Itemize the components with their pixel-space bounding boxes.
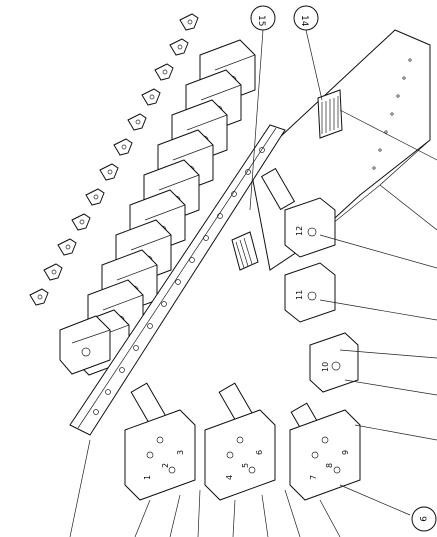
clamp	[71, 213, 91, 231]
valve-block-right-mid	[284, 262, 336, 323]
part-label: 8	[325, 463, 334, 468]
part-label: 5	[241, 463, 250, 468]
plate-hole-row	[372, 58, 412, 170]
callout-14-label: 14	[299, 15, 309, 27]
valve-block-right-upper	[284, 197, 336, 258]
base-plate	[249, 29, 431, 271]
valve-block-bottom-2	[204, 409, 276, 501]
clamp	[43, 263, 63, 281]
part-label: 4	[225, 475, 234, 480]
valve-block-bottom-1	[124, 409, 196, 501]
part-label: 1	[143, 475, 152, 480]
clamp	[85, 188, 105, 206]
connector-14	[317, 89, 343, 139]
leader-lines	[69, 29, 437, 537]
clamp	[57, 238, 77, 256]
clamp	[154, 63, 174, 81]
clamp-row	[29, 13, 199, 306]
bar-hole-row	[93, 147, 265, 415]
clamp	[99, 163, 119, 181]
clamp	[29, 288, 49, 306]
callout-14: 14	[293, 5, 319, 31]
rod	[260, 167, 296, 211]
callout-9-label: 9	[417, 516, 427, 522]
part-label: 12	[295, 226, 304, 236]
clamp	[179, 13, 199, 31]
callout-9: 9	[411, 506, 437, 532]
part-label: 7	[309, 475, 318, 480]
part-label: 9	[341, 450, 350, 455]
valve-block-bottom-3	[289, 409, 361, 501]
clamp	[169, 38, 189, 56]
part-label: 6	[255, 450, 264, 455]
part-label: 2	[161, 463, 170, 468]
connector-15	[231, 231, 259, 271]
part-label: 11	[295, 290, 304, 300]
mounting-bar	[69, 124, 286, 436]
clamp	[113, 138, 133, 156]
callout-15: 15	[250, 5, 276, 31]
valve-block-right-lower	[309, 332, 359, 393]
clamp	[127, 113, 147, 131]
clamp	[141, 88, 161, 106]
part-label: 10	[321, 362, 330, 372]
part-number-labels: 12 11 10 3 2 1 6 5 4 9 8 7	[143, 226, 350, 480]
callout-15-label: 15	[256, 15, 266, 26]
housing-block	[59, 315, 111, 375]
part-label: 3	[176, 450, 185, 455]
